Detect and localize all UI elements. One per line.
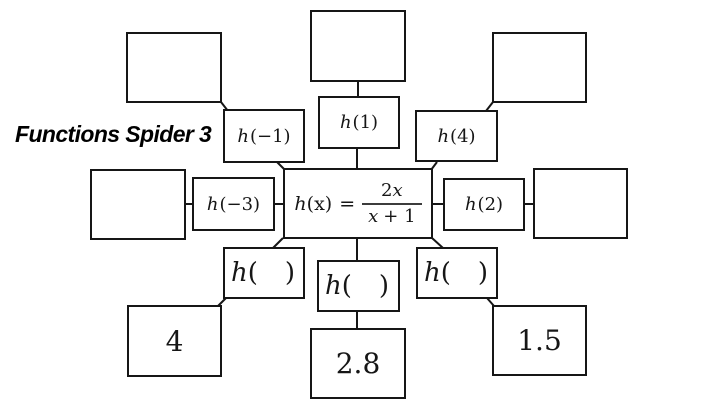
spoke-box-h-blank-right[interactable]: h()	[416, 247, 498, 299]
spoke-box-h-blank-left[interactable]: h()	[223, 247, 305, 299]
function-name: h	[464, 194, 477, 215]
function-arg: (x)	[306, 192, 333, 215]
function-name: h	[237, 125, 249, 147]
function-name: h	[231, 258, 248, 288]
answer-value: 2.8	[335, 347, 381, 380]
equals-sign: =	[339, 192, 356, 215]
blank-answer-box-top-center[interactable]	[310, 10, 406, 82]
spoke-box-h-blank-center[interactable]: h()	[317, 260, 400, 312]
function-name: h	[294, 192, 307, 215]
spoke-label-blank: h()	[319, 271, 398, 301]
spoke-label: h(−3)	[207, 194, 260, 215]
connector	[485, 101, 494, 112]
spoke-box-h-neg1[interactable]: h(−1)	[223, 109, 305, 163]
blank-answer-box-mid-left[interactable]	[90, 169, 186, 240]
blank-answer-box-top-right[interactable]	[492, 32, 587, 103]
numerator-coefficient: 2	[381, 179, 393, 201]
spoke-label-blank: h()	[418, 258, 496, 288]
denominator-variable: x	[368, 205, 379, 227]
fraction-denominator: x+ 1	[362, 202, 422, 228]
connector	[431, 237, 444, 249]
function-name: h	[437, 125, 450, 147]
spoke-label-blank: h()	[225, 258, 303, 288]
numerator-variable: x	[392, 179, 403, 201]
function-name: h	[206, 193, 219, 215]
function-arg: (4)	[450, 125, 476, 147]
function-name: h	[339, 112, 352, 133]
denominator-constant: + 1	[383, 205, 416, 227]
connector	[217, 297, 227, 307]
fraction: 2x x+ 1	[362, 180, 422, 228]
answer-box-bottom-center[interactable]: 2.8	[310, 328, 406, 399]
function-definition: h(x) = 2x x+ 1	[294, 180, 422, 228]
open-paren: (	[341, 271, 352, 301]
spoke-box-h-1[interactable]: h(1)	[318, 96, 400, 149]
spoke-box-h-neg3[interactable]: h(−3)	[192, 177, 275, 231]
fraction-numerator: 2x	[375, 180, 409, 203]
spoke-label: h(−1)	[237, 126, 290, 147]
close-paren: )	[378, 271, 390, 301]
function-lhs: h(x)	[294, 193, 332, 215]
function-arg: (−1)	[250, 125, 291, 147]
page-title: Functions Spider 3	[15, 121, 212, 147]
function-arg: (2)	[477, 194, 504, 215]
close-paren: )	[284, 258, 296, 288]
function-name: h	[325, 271, 342, 301]
spoke-box-h-2[interactable]: h(2)	[443, 178, 525, 231]
close-paren: )	[477, 258, 489, 288]
connector	[272, 237, 284, 249]
blank-answer-box-top-left[interactable]	[126, 32, 222, 103]
function-arg: (−3)	[219, 193, 261, 215]
answer-box-bottom-right[interactable]: 1.5	[492, 305, 587, 376]
blank-answer-box-mid-right[interactable]	[533, 168, 628, 239]
answer-value: 4	[165, 324, 184, 358]
spoke-label: h(1)	[340, 112, 378, 133]
answer-value: 1.5	[517, 324, 562, 357]
open-paren: (	[247, 258, 258, 288]
function-name: h	[424, 258, 441, 288]
spoke-label: h(4)	[437, 126, 475, 147]
connector	[486, 297, 495, 307]
answer-box-bottom-left[interactable]: 4	[127, 305, 222, 377]
spoke-label: h(2)	[465, 194, 503, 215]
open-paren: (	[440, 258, 451, 288]
function-arg: (1)	[352, 112, 379, 133]
spoke-box-h-4[interactable]: h(4)	[415, 110, 498, 162]
center-function-box[interactable]: h(x) = 2x x+ 1	[283, 168, 433, 239]
